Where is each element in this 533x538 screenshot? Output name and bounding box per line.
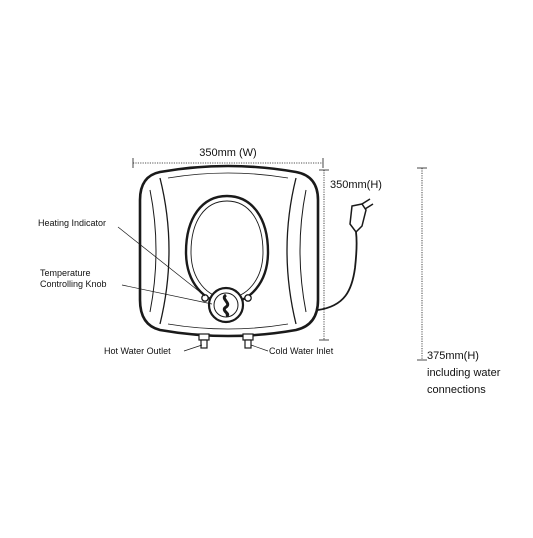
total-height-note-2: connections bbox=[427, 384, 486, 396]
width-label: 350mm (W) bbox=[199, 147, 256, 159]
hot-water-outlet-pipe bbox=[198, 333, 210, 349]
hot-water-outlet-label: Hot Water Outlet bbox=[104, 346, 171, 356]
heater-body bbox=[138, 164, 320, 338]
temperature-knob-label-line2: Controlling Knob bbox=[40, 279, 107, 289]
callout-cold-water-inlet: Cold Water Inlet bbox=[250, 344, 334, 356]
width-dimension: 350mm (W) bbox=[132, 147, 324, 168]
power-plug-icon bbox=[349, 198, 374, 234]
cold-water-inlet-pipe bbox=[242, 333, 254, 349]
heating-indicator-label: Heating Indicator bbox=[38, 218, 106, 228]
height-label: 350mm(H) bbox=[330, 179, 382, 191]
cold-water-inlet-label: Cold Water Inlet bbox=[269, 346, 334, 356]
total-height-dimension: 375mm(H) including water connections bbox=[417, 167, 501, 396]
temperature-knob-label-line1: Temperature bbox=[40, 268, 91, 278]
callout-heating-indicator: Heating Indicator bbox=[38, 218, 206, 297]
callout-temperature-knob: Temperature Controlling Knob bbox=[40, 268, 213, 305]
power-cord bbox=[317, 231, 358, 311]
total-height-label: 375mm(H) bbox=[427, 350, 479, 362]
height-dimension: 350mm(H) bbox=[319, 169, 382, 341]
callout-hot-water-outlet: Hot Water Outlet bbox=[104, 344, 203, 356]
total-height-note-1: including water bbox=[427, 367, 501, 379]
heating-indicator-light bbox=[201, 294, 252, 302]
temperature-knob bbox=[207, 286, 245, 324]
